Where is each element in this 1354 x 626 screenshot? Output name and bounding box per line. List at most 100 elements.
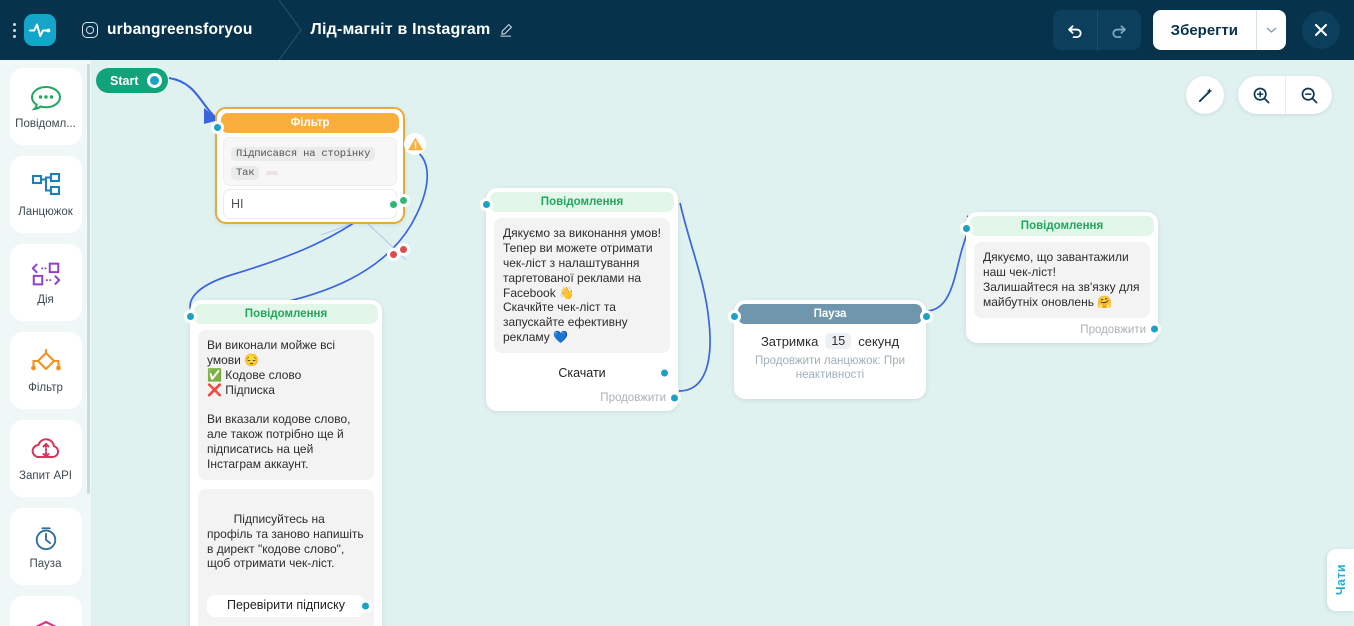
message-node-center[interactable]: Повідомлення Дякуємо за виконання умов! …: [479, 188, 681, 411]
sidebar-item-label: Запит API: [19, 470, 72, 483]
start-label: Start: [110, 73, 139, 88]
save-button[interactable]: Зберегти: [1170, 21, 1238, 39]
filter-diamond-icon: [29, 346, 63, 378]
zoom-out-icon[interactable]: [1285, 76, 1332, 114]
undo-redo-group: [1052, 10, 1141, 50]
clock-icon: [30, 522, 62, 554]
message-center-button-port[interactable]: [657, 366, 671, 380]
sidebar-item-action[interactable]: Дія: [9, 244, 82, 321]
flow-tree-icon: [30, 170, 62, 202]
filter-node-title[interactable]: Фільтр: [221, 113, 399, 133]
sidebar-item-package[interactable]: [9, 596, 82, 626]
flow-title-group: Лід-магніт в Instagram: [311, 21, 514, 39]
message-left-text-second-content: Підписуйтесь на профіль та заново напиші…: [207, 511, 367, 571]
close-x-icon[interactable]: [1302, 11, 1340, 49]
message-left-text-second[interactable]: Підписуйтесь на профіль та заново напиші…: [198, 488, 374, 626]
message-right-title[interactable]: Повідомлення: [970, 216, 1154, 236]
filter-input-port[interactable]: [210, 121, 224, 134]
pause-delay-value[interactable]: 15: [825, 333, 852, 349]
message-left-button[interactable]: Перевірити підписку: [207, 595, 372, 618]
message-center-title[interactable]: Повідомлення: [490, 192, 674, 212]
message-center-button[interactable]: Скачати: [500, 362, 671, 384]
filter-condition-placeholder: [266, 171, 279, 175]
message-left-title[interactable]: Повідомлення: [194, 304, 378, 324]
app-header: urbangreensforyou Лід-магніт в Instagram…: [0, 0, 1354, 60]
magic-wand-icon[interactable]: [1186, 76, 1224, 114]
pause-subtitle: Продовжити ланцюжок: При неактивності: [754, 355, 906, 382]
message-right-footer-label: Продовжити: [1080, 323, 1146, 336]
message-right-output-port[interactable]: [1147, 322, 1161, 336]
pause-input-port[interactable]: [727, 310, 741, 323]
filter-false-port-visual[interactable]: [387, 248, 400, 261]
breadcrumb-separator: [275, 0, 305, 60]
filter-node[interactable]: Фільтр Підписався на сторінку Так НІ: [210, 107, 410, 256]
warning-triangle-icon[interactable]: [404, 133, 426, 155]
message-center-input-port[interactable]: [479, 198, 493, 211]
sidebar-item-chain[interactable]: Ланцюжок: [9, 156, 82, 233]
message-right-text[interactable]: Дякуємо, що завантажили наш чек-ліст! За…: [974, 242, 1150, 318]
message-center-footer[interactable]: Продовжити: [490, 388, 681, 407]
chats-tab[interactable]: Чати: [1327, 549, 1354, 611]
save-group: Зберегти: [1152, 10, 1286, 50]
filter-else-row[interactable]: НІ: [223, 189, 397, 219]
filter-true-port-visual[interactable]: [387, 198, 400, 211]
flow-canvas[interactable]: Start Фільтр Підписався на сторінку Так …: [91, 60, 1354, 626]
page-title: Лід-магніт в Instagram: [310, 21, 491, 38]
chat-bubble-icon: [30, 82, 62, 114]
pencil-icon[interactable]: [499, 23, 513, 37]
api-cloud-icon: [30, 434, 62, 466]
pulse-logo-icon[interactable]: [24, 14, 56, 46]
message-center-text[interactable]: Дякуємо за виконання умов! Тепер ви може…: [494, 218, 670, 353]
header-actions: Зберегти: [1052, 10, 1354, 50]
chevron-down-icon[interactable]: [1256, 10, 1286, 50]
zoom-controls: [1238, 76, 1332, 114]
message-right-input-port[interactable]: [959, 222, 973, 235]
redo-arrow-icon[interactable]: [1096, 10, 1141, 50]
start-output-port[interactable]: [147, 73, 163, 88]
filter-condition-value-row: Так: [231, 166, 389, 180]
sidebar-item-label: Повідомл...: [15, 118, 76, 131]
pause-delay-suffix: секунд: [858, 333, 900, 349]
pause-output-port[interactable]: [919, 310, 933, 323]
message-center-footer-label: Продовжити: [600, 392, 666, 404]
filter-else-label: НІ: [231, 197, 244, 211]
message-right-footer[interactable]: Продовжити: [970, 320, 1161, 339]
message-left-text[interactable]: Ви виконали мойже всі умови 😔 ✅ Кодове с…: [198, 330, 374, 480]
message-center-button-label: Скачати: [558, 366, 606, 380]
pause-delay-row: Затримка 15 секунд: [748, 333, 912, 349]
pause-delay-prefix: Затримка: [760, 333, 819, 349]
message-node-right[interactable]: Повідомлення Дякуємо, що завантажили наш…: [959, 212, 1161, 343]
pause-node[interactable]: Пауза Затримка 15 секунд Продовжити ланц…: [727, 300, 933, 399]
tool-sidebar: Повідомл... Ланцюжок Дія Фільтр Запит AP: [0, 60, 91, 626]
sidebar-item-api-request[interactable]: Запит API: [9, 420, 82, 497]
filter-condition-chip: Підписався на сторінку: [231, 147, 376, 161]
sidebar-item-pause[interactable]: Пауза: [9, 508, 82, 585]
message-left-input-port[interactable]: [183, 310, 197, 323]
sidebar-item-label: Пауза: [29, 558, 62, 571]
pause-node-title[interactable]: Пауза: [738, 304, 922, 324]
sidebar-item-label: Дія: [37, 294, 54, 307]
message-center-output-port[interactable]: [667, 391, 681, 404]
undo-arrow-icon[interactable]: [1053, 10, 1097, 50]
package-box-icon: [29, 617, 63, 626]
start-node[interactable]: Start: [96, 68, 169, 93]
sidebar-item-messages[interactable]: Повідомл...: [9, 68, 82, 145]
action-blocks-icon: [30, 258, 62, 290]
filter-condition-row[interactable]: Підписався на сторінку Так: [223, 137, 397, 186]
zoom-in-icon[interactable]: [1238, 76, 1285, 114]
sidebar-item-label: Ланцюжок: [18, 206, 73, 219]
chats-tab-label: Чати: [1333, 564, 1348, 596]
message-node-left[interactable]: Повідомлення Ви виконали мойже всі умови…: [183, 300, 382, 626]
message-left-button-label: Перевірити підписку: [226, 598, 346, 613]
kebab-menu-icon[interactable]: [6, 22, 22, 38]
canvas-tools: [1186, 76, 1332, 114]
account-name: urbangreensforyou: [107, 21, 253, 38]
message-left-button-port[interactable]: [358, 599, 372, 613]
sidebar-scrollbar[interactable]: [87, 64, 90, 494]
sidebar-item-label: Фільтр: [28, 382, 63, 395]
account-chip[interactable]: urbangreensforyou: [82, 21, 253, 39]
instagram-icon: [82, 22, 98, 38]
pause-node-body[interactable]: Затримка 15 секунд Продовжити ланцюжок: …: [738, 324, 922, 395]
sidebar-item-filter[interactable]: Фільтр: [9, 332, 82, 409]
